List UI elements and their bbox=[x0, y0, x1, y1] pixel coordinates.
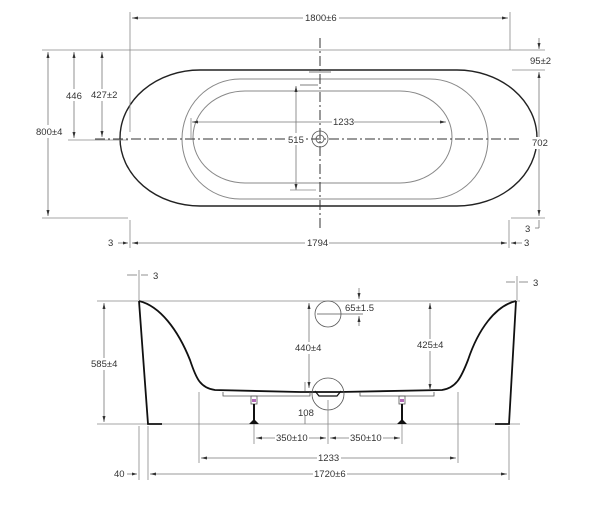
dim-base-inset: 40 bbox=[114, 469, 125, 480]
left-adjustable-foot bbox=[249, 395, 259, 424]
dim-side-left-gap: 3 bbox=[153, 271, 158, 282]
top-view: 1800±6 800±4 446 427±2 1233 bbox=[34, 11, 551, 249]
left-outer-wall bbox=[138, 300, 162, 425]
dim-side-height: 585±4 bbox=[91, 359, 117, 370]
dim-rim-half-width: 427±2 bbox=[91, 90, 117, 101]
dim-overflow-diameter: 65±1.5 bbox=[345, 303, 374, 314]
dim-inner-length: 1233 bbox=[333, 117, 354, 128]
tub-rim-outline bbox=[181, 78, 489, 200]
tub-outer-outline bbox=[119, 69, 538, 207]
drain-icon bbox=[311, 130, 329, 148]
dim-leg-offset-left: 350±10 bbox=[276, 433, 308, 444]
dim-inner-width: 515 bbox=[288, 135, 304, 146]
dim-overall-width: 800±4 bbox=[36, 127, 62, 138]
dim-overall-length: 1800±6 bbox=[305, 13, 337, 24]
dim-bottom-length: 1794 bbox=[307, 238, 328, 249]
right-outer-wall bbox=[495, 300, 517, 425]
dim-leg-offset-right: 350±10 bbox=[350, 433, 382, 444]
dim-half-width: 446 bbox=[66, 91, 82, 102]
tub-basin-outline bbox=[192, 90, 453, 184]
dim-inner-depth: 425±4 bbox=[417, 340, 443, 351]
dim-base-length: 1233 bbox=[318, 453, 339, 464]
dim-rim-offset: 95±2 bbox=[530, 56, 551, 67]
dim-right-gap: 3 bbox=[524, 238, 529, 249]
dim-bottom-right-gap: 3 bbox=[525, 224, 530, 235]
dim-left-gap: 3 bbox=[108, 238, 113, 249]
right-wall-profile bbox=[339, 300, 517, 393]
right-adjustable-foot bbox=[397, 395, 407, 424]
side-view: 3 3 585±4 65±1.5 440±4 425±4 108 bbox=[90, 270, 538, 480]
left-wall-profile bbox=[138, 300, 301, 393]
dim-side-right-gap: 3 bbox=[533, 278, 538, 289]
dim-depth-to-drain: 440±4 bbox=[295, 343, 321, 354]
dim-drain-height: 108 bbox=[298, 408, 314, 419]
dim-inner-height: 702 bbox=[532, 138, 548, 149]
dim-bottom-length-side: 1720±6 bbox=[314, 469, 346, 480]
